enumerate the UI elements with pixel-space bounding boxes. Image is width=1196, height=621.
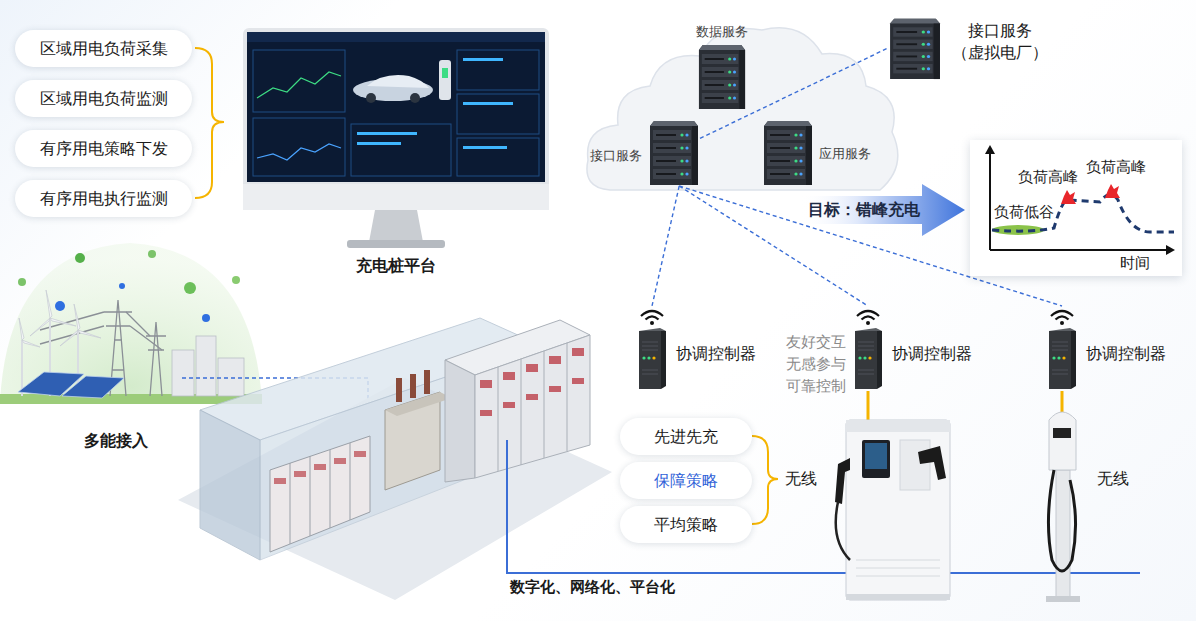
server-icon	[697, 42, 747, 110]
server-label: 应用服务	[819, 146, 871, 162]
controller-icon	[1046, 306, 1078, 390]
chart-node: 负荷高峰负荷高峰负荷低谷时间	[970, 140, 1182, 276]
platform-title: 充电桩平台	[243, 256, 549, 276]
monitor-node: 充电桩平台	[243, 28, 549, 280]
server-node: 数据服务	[697, 42, 747, 110]
arrow-node: 目标：错峰充电	[800, 184, 965, 236]
pill-node: 先进先充	[620, 418, 752, 455]
ctrl-node: 协调控制器	[1046, 306, 1078, 390]
server-icon	[762, 118, 814, 186]
server-label: 接口服务 （虚拟电厂）	[950, 20, 1051, 63]
pill-label: 区域用电负荷采集	[40, 39, 168, 59]
pill-label: 区域用电负荷监测	[40, 89, 168, 109]
free-label: 无线	[785, 469, 817, 489]
pill-label: 平均策略	[654, 515, 718, 535]
pill-node: 有序用电执行监测	[15, 180, 192, 217]
pill-label: 有序用电执行监测	[40, 189, 168, 209]
controller-icon	[852, 306, 884, 390]
chart-label: 负荷高峰	[1018, 168, 1078, 187]
controller-label: 协调控制器	[1086, 344, 1166, 364]
server-icon	[648, 118, 700, 186]
controller-label: 协调控制器	[676, 344, 756, 364]
free-label: 友好交互 无感参与 可靠控制	[782, 332, 850, 397]
dashed-link	[700, 48, 888, 138]
server-label: 数据服务	[696, 24, 748, 40]
pill-label: 有序用电策略下发	[40, 139, 168, 159]
pill-node: 有序用电策略下发	[15, 130, 192, 167]
controller-label: 协调控制器	[892, 344, 972, 364]
vpp-node: 接口服务 （虚拟电厂）	[888, 16, 942, 80]
free-label: 无线	[1097, 469, 1129, 489]
pill-node: 区域用电负荷监测	[15, 80, 192, 117]
chart-label: 时间	[1120, 254, 1150, 273]
pill-node: 保障策略	[620, 462, 752, 499]
monitor-illustration	[243, 28, 549, 250]
chart-label: 负荷高峰	[1086, 158, 1146, 177]
goal-label: 目标：错峰充电	[808, 200, 920, 220]
server-label: 接口服务	[590, 148, 642, 164]
dashed-link	[652, 186, 679, 306]
free-label: 多能接入	[84, 431, 148, 451]
chart-label: 负荷低谷	[994, 203, 1054, 222]
server-node: 应用服务	[762, 118, 814, 186]
pill-label: 保障策略	[654, 471, 718, 491]
server-icon	[888, 16, 942, 80]
free-label: 数字化、网络化、平台化	[510, 578, 675, 597]
pill-node: 区域用电负荷采集	[15, 30, 192, 67]
pill-node: 平均策略	[620, 506, 752, 543]
pill-label: 先进先充	[654, 427, 718, 447]
controller-icon	[636, 306, 668, 390]
ctrl-node: 协调控制器	[636, 306, 668, 390]
ctrl-node: 协调控制器	[852, 306, 884, 390]
server-node: 接口服务	[648, 118, 700, 186]
